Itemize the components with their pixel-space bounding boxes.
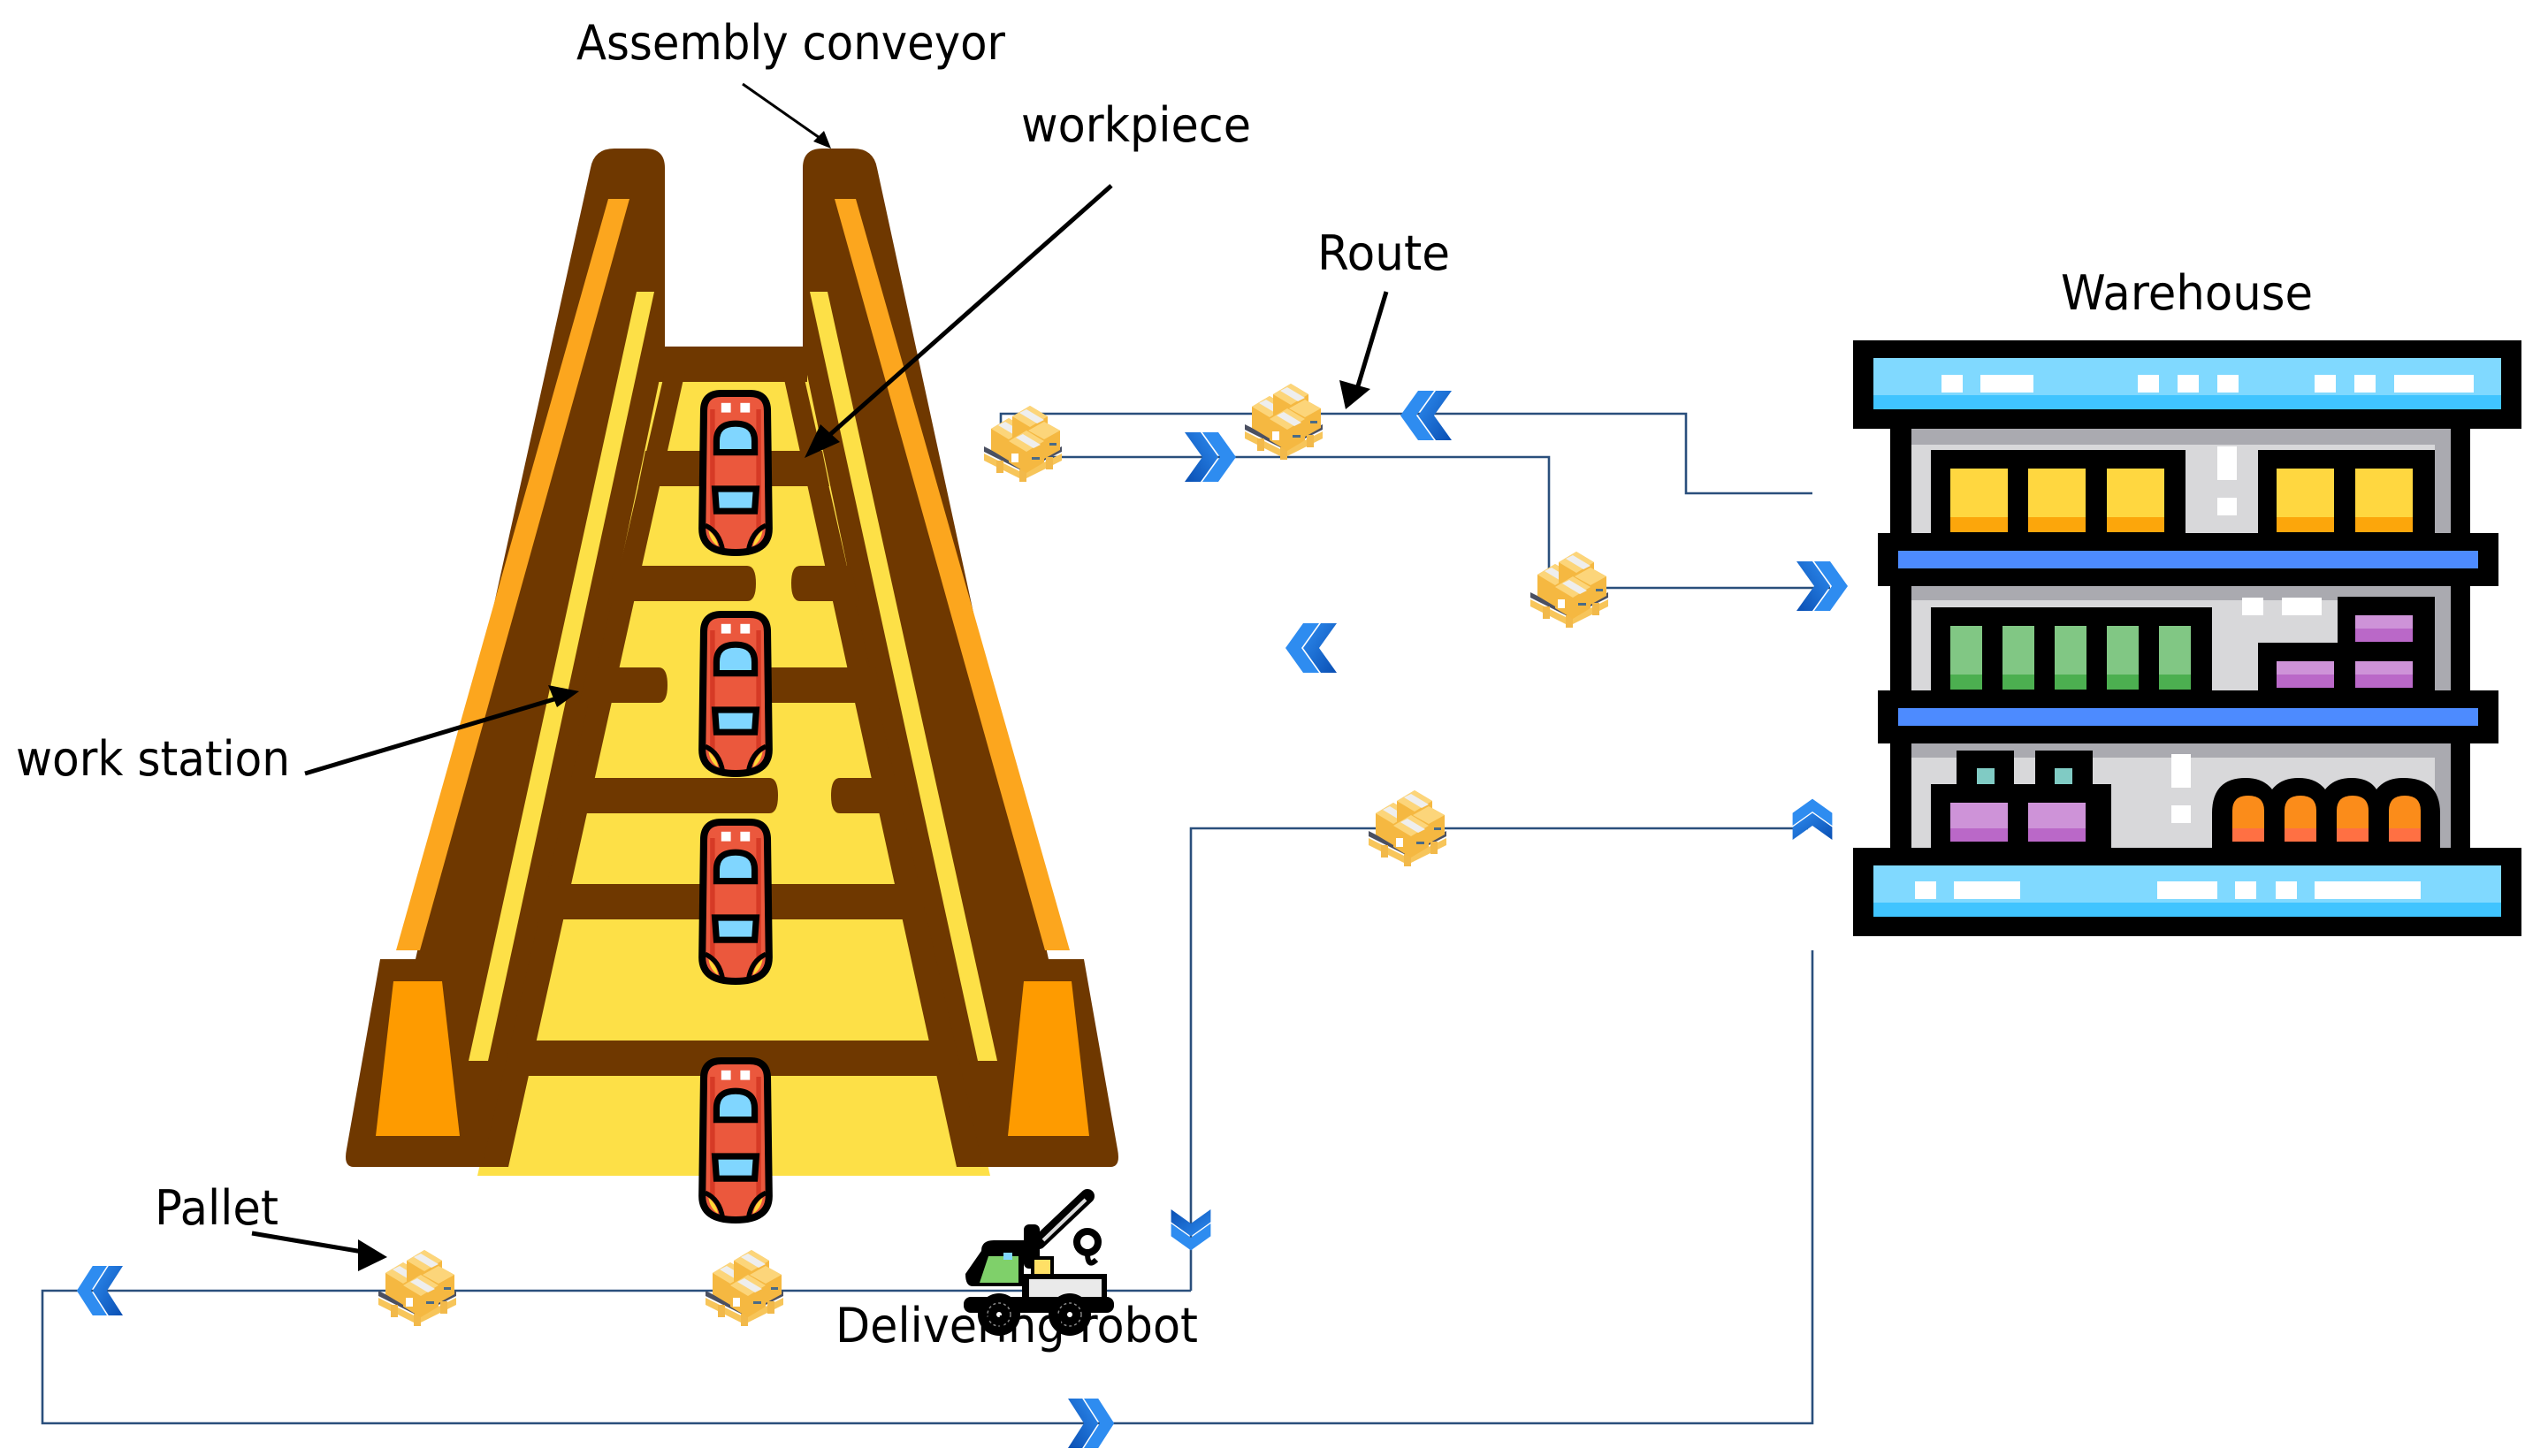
assembly-conveyor-pointer <box>742 82 823 141</box>
assembly-conveyor-label: Assembly conveyor <box>576 15 1006 71</box>
pallet-boxes-icon <box>1369 790 1446 866</box>
double-chevron-right-icon <box>1796 561 1848 611</box>
car-workpiece-icon <box>702 1061 769 1220</box>
pallet-boxes-icon <box>984 406 1062 482</box>
pallet-boxes-icon <box>378 1250 456 1326</box>
work-station-bars <box>508 451 950 1076</box>
work-station-label: work station <box>16 731 290 787</box>
tow-truck-robot-icon <box>964 1189 1114 1336</box>
labels: Assembly conveyor workpiece Route Wareho… <box>16 15 2313 1353</box>
route-pointer <box>1354 291 1389 390</box>
route-outbound-upper <box>1034 455 1830 590</box>
warehouse-shelf-icon <box>1853 340 2521 936</box>
pallet-pointer <box>251 1231 363 1254</box>
pallet-boxes-icon <box>1245 384 1323 460</box>
warehouse-label: Warehouse <box>2061 265 2313 321</box>
car-workpiece-icon <box>702 614 769 774</box>
pallet-label: Pallet <box>155 1180 278 1236</box>
double-chevron-left-icon <box>1400 391 1452 440</box>
pallet-boxes-icon <box>706 1250 783 1326</box>
leader-arrows <box>251 82 1389 1271</box>
route-label: Route <box>1317 225 1450 281</box>
car-workpiece-icon <box>702 822 769 981</box>
workpiece-label: workpiece <box>1021 97 1251 153</box>
pallet-boxes-icon <box>1530 552 1608 628</box>
car-workpiece-icon <box>702 393 769 553</box>
route-warehouse-to-robot <box>1189 827 1808 1291</box>
workpiece-pointer <box>825 184 1113 439</box>
assembly-conveyor-icon <box>346 149 1118 1220</box>
work-station-pointer <box>304 696 558 776</box>
route-return-top <box>999 412 1812 495</box>
double-chevron-up-icon <box>1792 798 1833 840</box>
delivering-robot-label: Delivering robot <box>835 1298 1198 1353</box>
double-chevron-left-icon <box>1285 623 1337 673</box>
